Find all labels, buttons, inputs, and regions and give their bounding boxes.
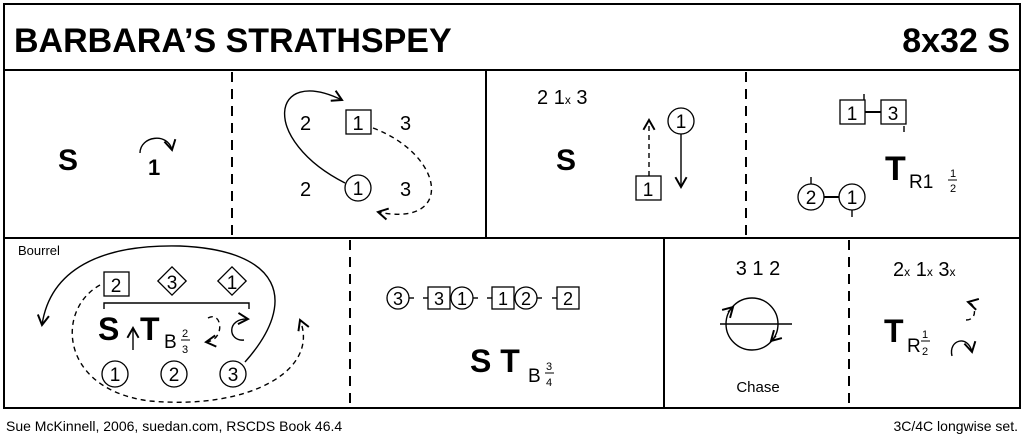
dancer-3: 3: [888, 104, 899, 125]
turn-icon: [231, 312, 250, 341]
chase-label: Chase: [736, 379, 779, 396]
dancer-2: 2: [111, 276, 122, 297]
dancer-1: 1: [353, 179, 364, 200]
fraction-den: 3: [182, 344, 188, 356]
dashed-turn-icon: [204, 315, 221, 348]
step-setting: S: [556, 144, 576, 177]
step-setting: S: [98, 311, 119, 347]
dancer-3: 3: [400, 113, 411, 135]
dance-meta: 8x32 S: [902, 22, 1010, 60]
fraction-num: 2: [182, 328, 188, 340]
dashed-turn-icon: [965, 298, 980, 321]
dancer-3: 3: [167, 273, 178, 294]
dancer-3: 3: [400, 179, 411, 201]
dance-title: BARBARA’S STRATHSPEY: [14, 22, 452, 60]
dancer-1: 1: [227, 273, 238, 294]
turn-hand: R1: [909, 172, 933, 193]
credits: Sue McKinnell, 2006, suedan.com, RSCDS B…: [6, 418, 342, 434]
dancer-1: 1: [110, 365, 121, 386]
turn-arrow-icon: [139, 137, 177, 154]
fraction-num: 1: [950, 168, 956, 180]
man-symbol-3: [880, 99, 907, 125]
bracket: [103, 302, 250, 309]
turn-icon: [950, 340, 977, 357]
turn-hand: B: [164, 332, 177, 353]
formation-label: Bourrel: [18, 243, 60, 258]
dancer-3: 3: [228, 365, 239, 386]
dancer-2: 2: [806, 188, 817, 209]
svg-text:2: 2: [563, 289, 573, 309]
bourrel-dashed-path-icon: [71, 284, 310, 403]
dancer-1: 1: [847, 188, 858, 209]
woman-symbol-1: [101, 360, 129, 388]
fraction-num: 3: [546, 361, 552, 373]
woman-symbol-1: [344, 174, 372, 202]
svg-text:2: 2: [521, 289, 531, 309]
fraction-num: 1: [922, 329, 928, 341]
set-type: 3C/4C longwise set.: [893, 418, 1018, 434]
dancer-1: 1: [676, 112, 687, 133]
svg-text:3: 3: [434, 289, 444, 309]
position-order: 2 1x 3: [537, 87, 588, 109]
woman-symbol-3: [219, 360, 247, 388]
step-turn: T: [885, 150, 906, 188]
dashed-path-arrow-icon: [372, 127, 433, 221]
bourrel-path-icon: [36, 245, 276, 363]
diamond-symbol-3: [156, 265, 188, 297]
svg-text:1: 1: [457, 289, 467, 309]
dancer-1: 1: [352, 113, 363, 135]
turn-hand: R: [907, 336, 921, 357]
dancer-2: 2: [300, 113, 311, 135]
path-arrow-icon: [283, 90, 346, 184]
man-symbol-2: [103, 271, 130, 297]
man-symbol-1: [839, 99, 866, 125]
row-1: [3, 69, 1021, 239]
woman-symbol-1: [838, 183, 866, 211]
woman-symbol-2: [797, 183, 825, 211]
step-setting: S: [58, 144, 78, 177]
dancer-1: 1: [847, 104, 858, 125]
position-sequence: 3 3 1 1 2 2: [386, 286, 580, 310]
man-symbol-1: [345, 109, 372, 135]
dancer-1: 1: [148, 155, 160, 180]
turn-hand: B: [528, 366, 541, 387]
position-order: 3 1 2: [736, 258, 780, 280]
man-symbol-1: [635, 175, 662, 201]
svg-text:1: 1: [498, 289, 508, 309]
step-turn: T: [884, 313, 904, 349]
woman-symbol-2: [160, 360, 188, 388]
step-setting-turn: S T: [470, 343, 520, 379]
position-order: 2x 1x 3x: [893, 259, 956, 281]
step-turn: T: [140, 311, 160, 347]
diamond-symbol-1: [216, 265, 248, 297]
fraction-den: 2: [922, 346, 928, 358]
svg-text:3: 3: [393, 289, 403, 309]
dancer-2: 2: [169, 365, 180, 386]
dancer-2: 2: [300, 179, 311, 201]
fraction-den: 2: [950, 183, 956, 195]
fraction-den: 4: [546, 377, 552, 389]
row-2: [3, 237, 1021, 409]
dancer-1: 1: [643, 180, 654, 201]
